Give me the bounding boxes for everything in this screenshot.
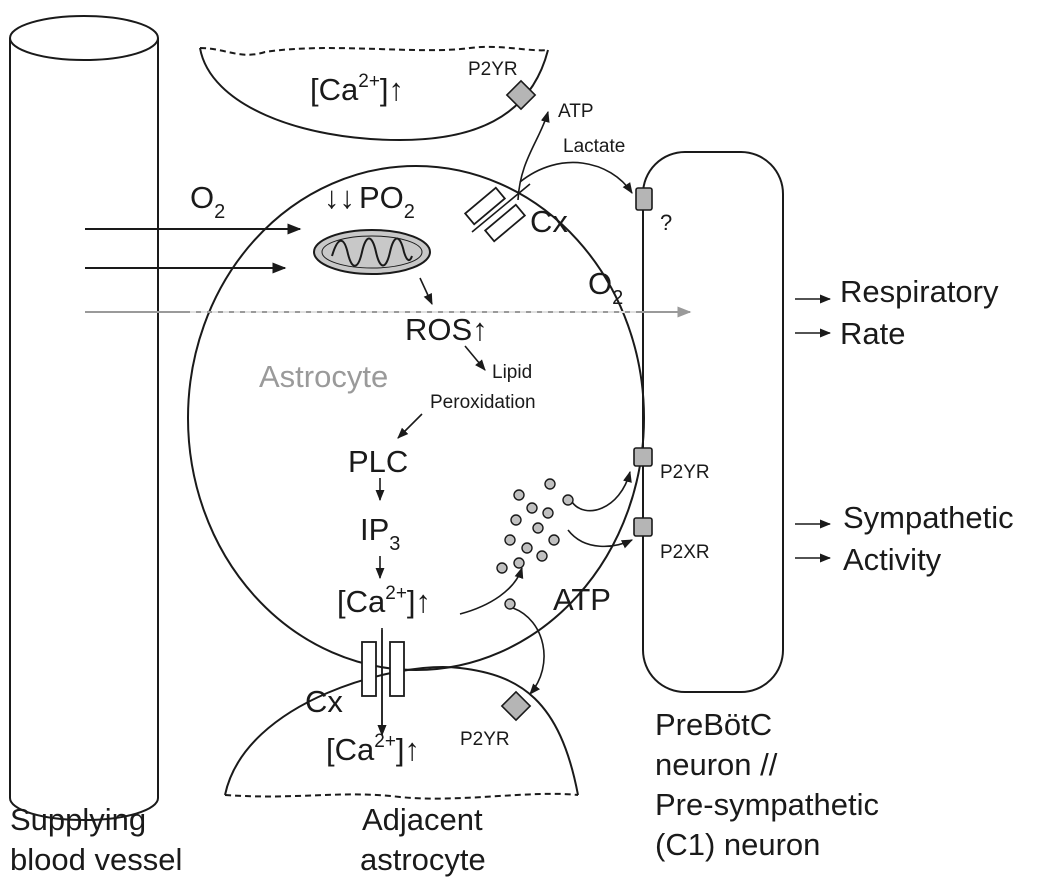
p2yr-bottom-receptor xyxy=(500,690,532,722)
activity-label: Activity xyxy=(843,542,942,577)
o2-left-label: O2 xyxy=(190,180,225,223)
ip3-label: IP3 xyxy=(360,512,400,555)
rate-label: Rate xyxy=(840,316,905,351)
p2yr-bottom-label: P2YR xyxy=(460,729,510,750)
ros-label: ROS↑ xyxy=(405,312,488,347)
p2yr-top-label: P2YR xyxy=(468,59,518,80)
p2xr-neuron-receptor xyxy=(633,517,653,537)
cx-bottom-label: Cx xyxy=(305,684,343,719)
neuron-caption-1: PreBötC xyxy=(655,707,772,742)
atp-vesicles xyxy=(496,478,574,610)
atp-main-label: ATP xyxy=(553,582,611,617)
neuron-caption-4: (C1) neuron xyxy=(655,827,820,862)
adjacent-caption-1: Adjacent xyxy=(362,802,483,837)
sympathetic-label: Sympathetic xyxy=(843,500,1014,535)
p2yr-neuron-label: P2YR xyxy=(660,462,710,483)
top-ca-label: [Ca2+]↑ xyxy=(310,71,404,107)
cx-top-label: Cx xyxy=(530,204,568,239)
bottom-adjacent-astrocyte xyxy=(224,666,579,800)
unknown-receptor xyxy=(635,187,653,211)
o2-right-label: O2 xyxy=(588,266,623,309)
vessel-caption-2: blood vessel xyxy=(10,842,182,877)
lactate-label: Lactate xyxy=(563,136,625,157)
main-ca-label: [Ca2+]↑ xyxy=(337,583,431,619)
atp-top-label: ATP xyxy=(558,101,594,122)
lactate-arrow xyxy=(519,161,633,194)
lipid-label: Lipid xyxy=(492,362,532,383)
blood-vessel xyxy=(9,15,159,821)
respiratory-label: Respiratory xyxy=(840,274,999,309)
bottom-ca-label: [Ca2+]↑ xyxy=(326,731,420,767)
connexin-bottom xyxy=(361,628,405,737)
peroxidation-label: Peroxidation xyxy=(430,392,536,413)
plc-label: PLC xyxy=(348,444,408,479)
adjacent-caption-2: astrocyte xyxy=(360,842,486,877)
p2xr-neuron-label: P2XR xyxy=(660,542,710,563)
p2yr-neuron-receptor xyxy=(633,447,653,467)
mitochondrion-icon xyxy=(313,229,431,275)
question-label: ? xyxy=(660,210,672,235)
p2yr-top-receptor xyxy=(505,79,537,111)
atp-arrow-top xyxy=(517,110,550,201)
po2-label: ↓↓PO2 xyxy=(324,180,415,223)
neuron-caption-3: Pre-sympathetic xyxy=(655,787,879,822)
neuron-caption-2: neuron // xyxy=(655,747,778,782)
connexin-top xyxy=(463,183,531,243)
neuron-body xyxy=(642,151,784,693)
vessel-caption-1: Supplying xyxy=(10,802,146,837)
astrocyte-label: Astrocyte xyxy=(259,359,388,394)
